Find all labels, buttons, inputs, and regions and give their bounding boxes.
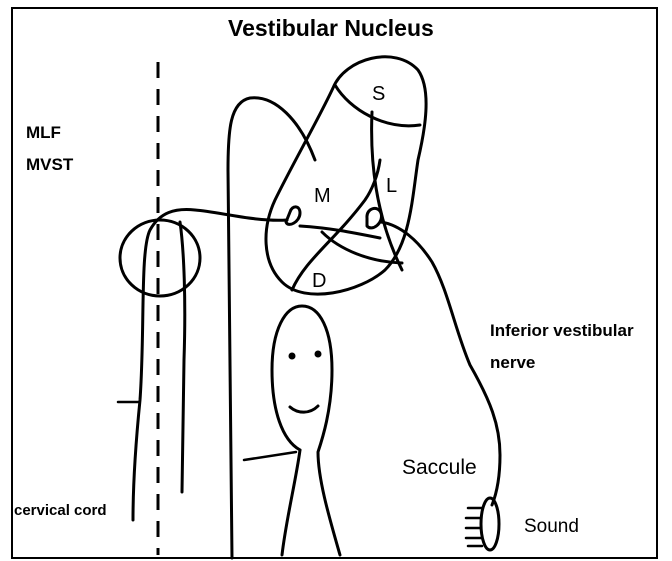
region-d-label: D	[312, 270, 326, 292]
neuron-body-medial	[286, 207, 300, 225]
figure-connector	[244, 452, 296, 460]
nerve-label-line-1: Inferior vestibular	[490, 321, 634, 340]
saccule-label: Saccule	[402, 456, 477, 479]
mlf-axon	[133, 210, 287, 520]
neuron-body-lateral	[367, 208, 382, 228]
region-l-label: L	[386, 175, 397, 197]
mlf-circle	[120, 220, 200, 296]
region-s-label: S	[372, 83, 385, 105]
nerve-label-line-2: nerve	[490, 353, 535, 372]
diagram-title: Vestibular Nucleus	[228, 15, 434, 41]
mvst-bundle-line	[180, 222, 185, 492]
figure-eye-left	[289, 353, 296, 360]
figure-smile	[290, 406, 318, 412]
figure-eye-right	[315, 351, 322, 358]
region-m-label: M	[314, 185, 331, 207]
tract-label-mlf: MLF	[26, 123, 61, 142]
vestibular-nucleus-outline	[266, 57, 426, 294]
tract-label-mvst: MVST	[26, 155, 74, 174]
figure-outline	[272, 306, 340, 555]
saccule-organ	[481, 498, 499, 550]
hair-cells	[466, 508, 482, 546]
sound-label: Sound	[524, 516, 579, 537]
descending-tract-loop	[228, 98, 315, 558]
diagram-frame	[12, 8, 657, 558]
figure-neck-left	[282, 450, 300, 555]
cervical-cord-label: cervical cord	[14, 502, 107, 519]
